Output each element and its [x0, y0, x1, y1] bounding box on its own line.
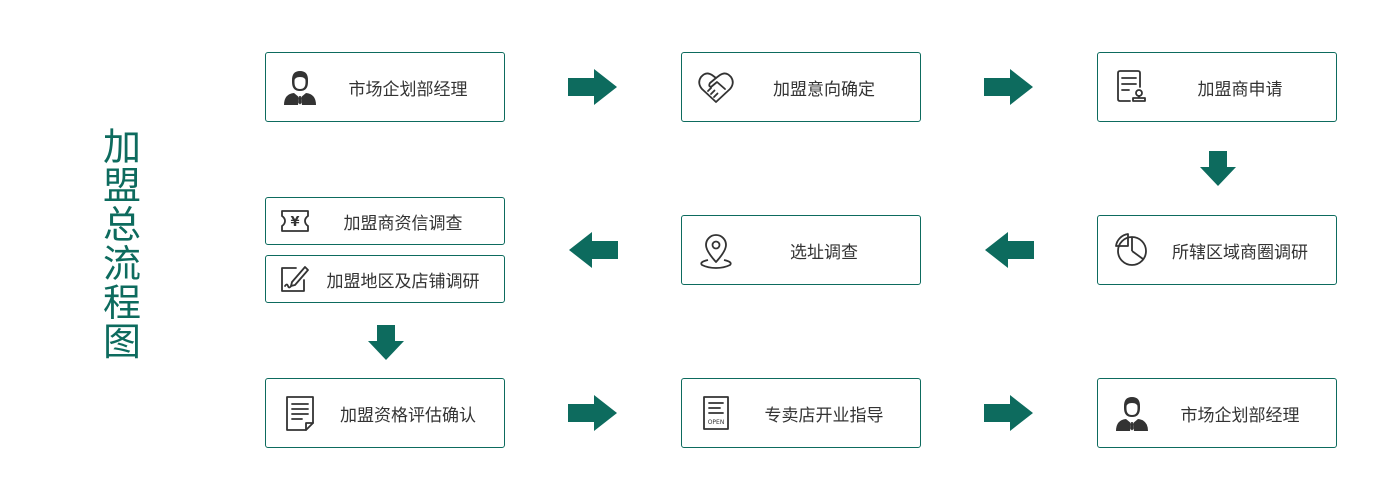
step-franchisee-application: 加盟商申请 [1097, 52, 1337, 122]
document-icon [280, 393, 320, 433]
title-char: 流 [102, 242, 141, 286]
arrow-right-icon [568, 69, 617, 105]
step-label: 所辖区域商圈调研 [1172, 242, 1308, 263]
step-label: 加盟资格评估确认 [340, 405, 476, 426]
handshake-icon [696, 67, 736, 107]
title-char: 图 [102, 320, 141, 364]
edit-signature-icon [278, 262, 312, 296]
arrow-down-icon [1200, 151, 1236, 186]
step-marketing-manager-end: 市场企划部经理 [1097, 378, 1337, 448]
step-label: 专卖店开业指导 [764, 405, 884, 426]
step-credit-investigation: ¥ 加盟商资信调查 [265, 197, 505, 245]
businessman-icon [280, 67, 320, 107]
step-marketing-manager-start: 市场企划部经理 [265, 52, 505, 122]
title-char: 盟 [102, 164, 141, 208]
yen-ticket-icon: ¥ [278, 204, 312, 238]
arrow-left-icon [569, 232, 618, 268]
step-site-survey: 选址调查 [681, 215, 921, 285]
step-region-store-research: 加盟地区及店铺调研 [265, 255, 505, 303]
step-label: 加盟地区及店铺调研 [326, 271, 480, 292]
location-pin-icon [696, 230, 736, 270]
application-form-icon [1112, 67, 1152, 107]
arrow-left-icon [985, 232, 1034, 268]
pie-chart-icon [1112, 230, 1152, 270]
businessman-icon [1112, 393, 1152, 433]
step-label: 市场企划部经理 [1180, 405, 1300, 426]
step-label: 加盟意向确定 [773, 79, 875, 100]
step-label: 市场企划部经理 [348, 79, 468, 100]
step-trade-area-research: 所辖区域商圈调研 [1097, 215, 1337, 285]
arrow-right-icon [568, 395, 617, 431]
title-char: 程 [102, 281, 141, 325]
open-sign-text: OPEN [708, 419, 725, 426]
title-char: 总 [102, 203, 141, 247]
arrow-right-icon [984, 69, 1033, 105]
title-char: 加 [102, 125, 141, 169]
diagram-title: 加 盟 总 流 程 图 [100, 128, 144, 362]
step-label: 加盟商申请 [1197, 79, 1283, 100]
arrow-right-icon [984, 395, 1033, 431]
step-qualification-assessment: 加盟资格评估确认 [265, 378, 505, 448]
open-sign-icon: OPEN [696, 393, 736, 433]
step-franchise-intent: 加盟意向确定 [681, 52, 921, 122]
step-label: 加盟商资信调查 [343, 213, 463, 234]
step-store-opening-guidance: OPEN 专卖店开业指导 [681, 378, 921, 448]
arrow-down-icon [368, 325, 404, 360]
step-label: 选址调查 [790, 242, 858, 263]
yen-glyph: ¥ [290, 215, 299, 230]
